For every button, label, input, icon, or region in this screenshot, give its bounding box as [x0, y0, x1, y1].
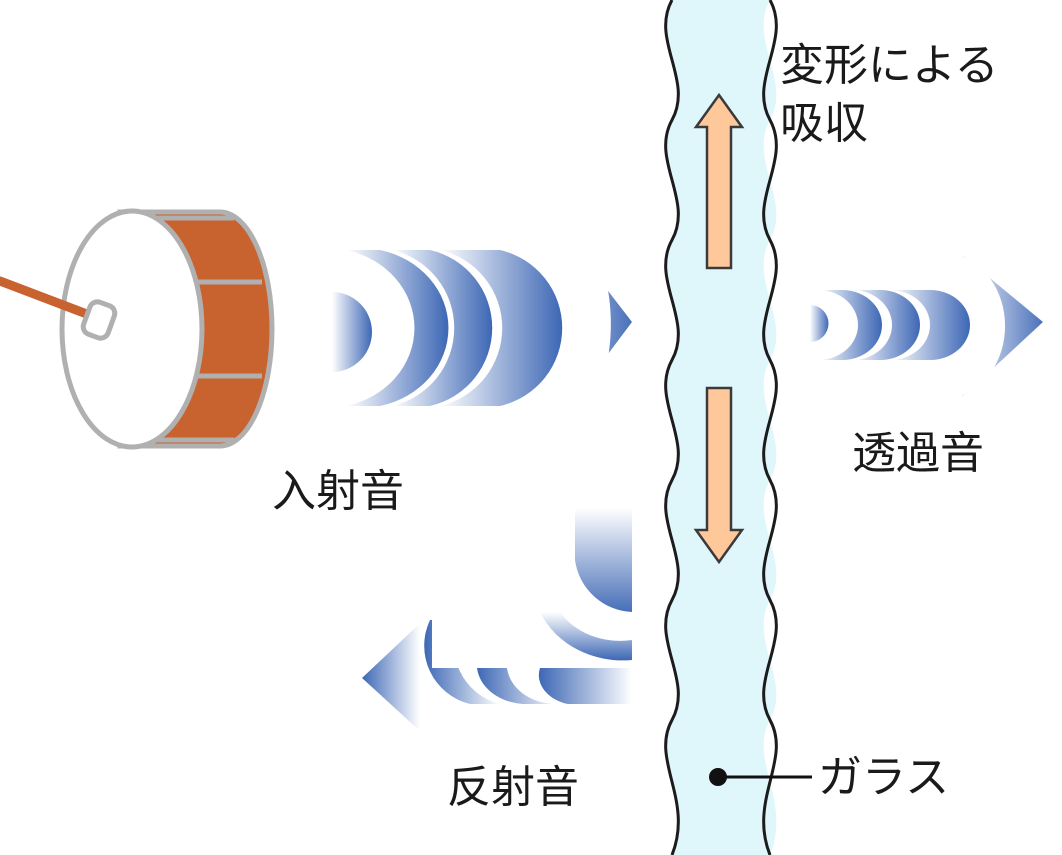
- incident-sound-label: 入射音: [272, 466, 404, 517]
- reflected-sound-label: 反射音: [447, 762, 579, 813]
- absorption-label-line2: 吸収: [780, 98, 868, 149]
- deform-arrow-down: [693, 386, 745, 565]
- deform-arrow-up: [693, 92, 745, 270]
- incident-wave-arrow: [332, 170, 632, 478]
- drum-icon: [59, 208, 275, 450]
- transmitted-sound-label: 透過音: [852, 428, 984, 479]
- drumstick-icon: [0, 276, 118, 341]
- glass-label: ガラス: [818, 752, 949, 803]
- transmitted-wave-arrow: [810, 255, 1043, 397]
- glass-pointer: [709, 768, 812, 786]
- double-arrow-icon: [693, 92, 745, 565]
- absorption-label-line1: 変形による: [780, 40, 999, 91]
- reflected-wave: [362, 508, 632, 742]
